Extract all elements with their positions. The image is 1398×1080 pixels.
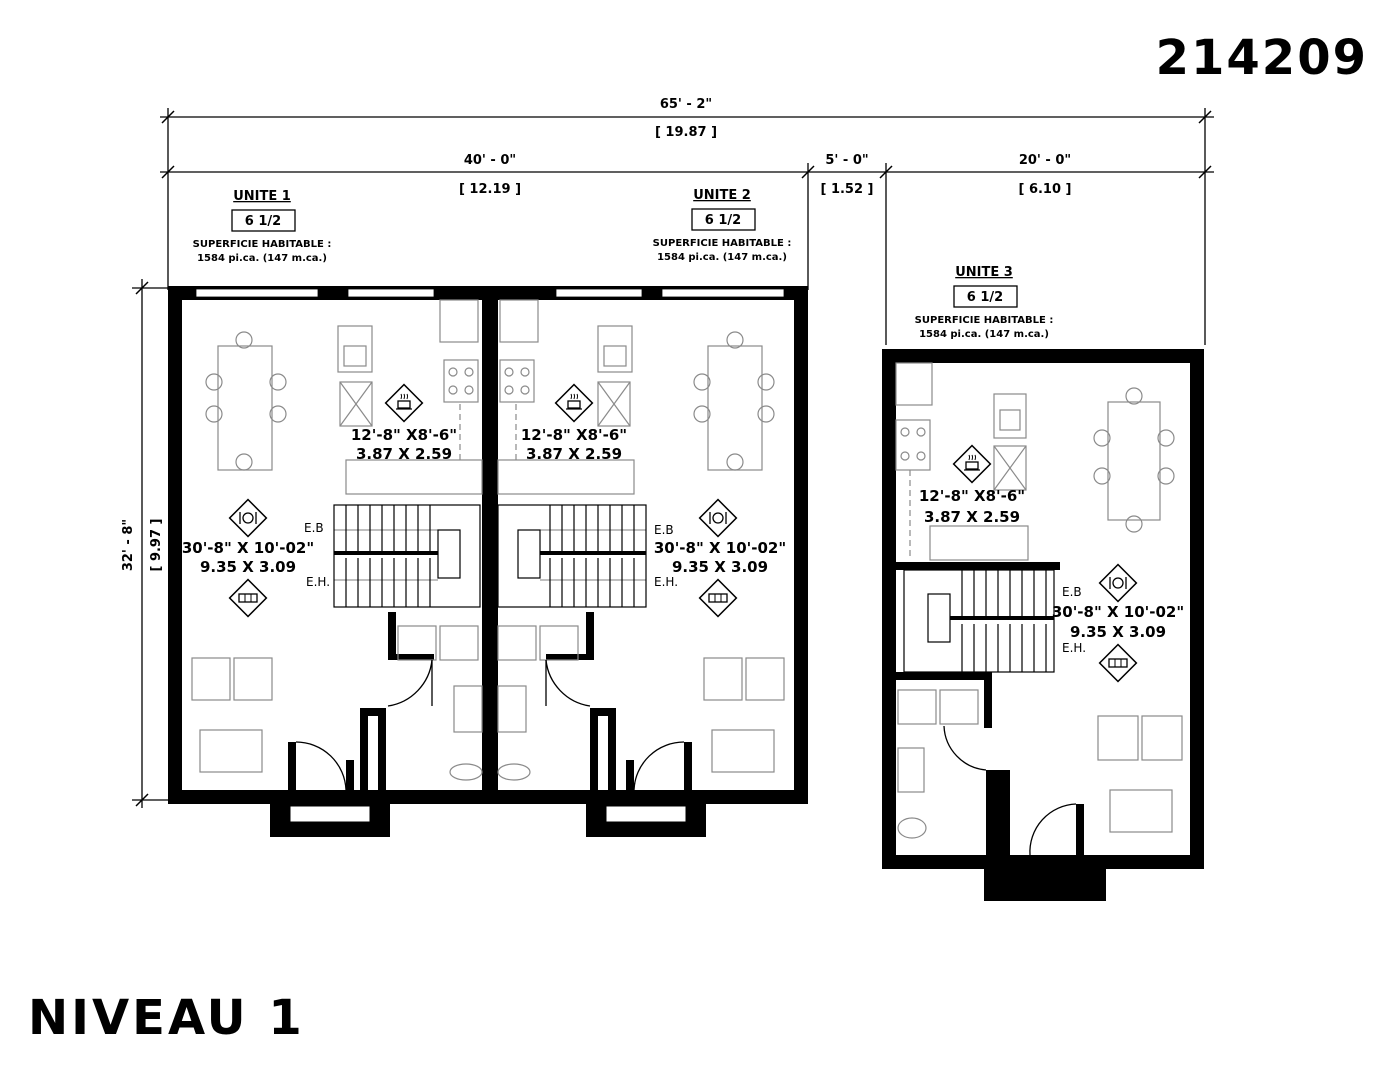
furniture-unit-1 bbox=[191, 299, 483, 781]
door-swings-b bbox=[943, 725, 1077, 856]
room-sizes-unit-3: 12'-8" X8'-6" 3.87 X 2.59 30'-8" X 10'-0… bbox=[919, 487, 1184, 641]
unit-3-rooms: 6 1/2 bbox=[967, 290, 1003, 305]
living-size-ft: 30'-8" X 10'-02" bbox=[182, 539, 314, 557]
dim-gap-ft: 5' - 0" bbox=[825, 153, 868, 168]
stairs-unit-2 bbox=[497, 504, 647, 608]
unit-2-area-label: SUPERFICIE HABITABLE : bbox=[653, 238, 792, 249]
dim-bldg-b-m: [ 6.10 ] bbox=[1018, 182, 1071, 197]
dim-overall-ft: 65' - 2" bbox=[660, 97, 712, 112]
unit-2-name: UNITE 2 bbox=[693, 188, 751, 203]
kitchen-icon bbox=[384, 383, 992, 484]
building-a-windows bbox=[195, 288, 785, 298]
furniture-unit-3 bbox=[895, 362, 1183, 839]
living-size-m: 9.35 X 3.09 bbox=[200, 558, 296, 576]
room-sizes-unit-2: 12'-8" X8'-6" 3.87 X 2.59 30'-8" X 10'-0… bbox=[521, 426, 786, 576]
stairs-unit-3 bbox=[903, 569, 1055, 673]
eb-label: E.B bbox=[1062, 585, 1082, 599]
dim-depth-m: [ 9.97 ] bbox=[149, 518, 164, 571]
unit-3-area-value: 1584 pi.ca. (147 m.ca.) bbox=[919, 329, 1049, 340]
unit-3-area-label: SUPERFICIE HABITABLE : bbox=[915, 315, 1054, 326]
unit-2-rooms: 6 1/2 bbox=[705, 213, 741, 228]
kitchen-size-ft: 12'-8" X8'-6" bbox=[919, 487, 1025, 505]
eb-label: E.B bbox=[654, 523, 674, 537]
plan-id: 214209 bbox=[1155, 30, 1368, 86]
eh-label: E.H. bbox=[306, 575, 330, 589]
living-size-ft: 30'-8" X 10'-02" bbox=[1052, 603, 1184, 621]
eh-label: E.H. bbox=[654, 575, 678, 589]
eb-label: E.B bbox=[304, 521, 324, 535]
eh-label: E.H. bbox=[1062, 641, 1086, 655]
kitchen-size-ft: 12'-8" X8'-6" bbox=[521, 426, 627, 444]
kitchen-size-ft: 12'-8" X8'-6" bbox=[351, 426, 457, 444]
living-size-m: 9.35 X 3.09 bbox=[1070, 623, 1166, 641]
dim-bldg-a-ft: 40' - 0" bbox=[464, 153, 516, 168]
level-title: NIVEAU 1 bbox=[28, 990, 305, 1046]
dim-depth-ft: 32' - 8" bbox=[121, 519, 136, 571]
dimension-ticks bbox=[135, 110, 1212, 807]
dim-bldg-a-m: [ 12.19 ] bbox=[459, 182, 521, 197]
kitchen-size-m: 3.87 X 2.59 bbox=[924, 508, 1020, 526]
kitchen-size-m: 3.87 X 2.59 bbox=[526, 445, 622, 463]
living-icon bbox=[228, 578, 1138, 683]
unit-1-rooms: 6 1/2 bbox=[245, 214, 281, 229]
unit-1-name: UNITE 1 bbox=[233, 189, 291, 204]
unit-2-header: UNITE 2 6 1/2 SUPERFICIE HABITABLE : 158… bbox=[653, 188, 792, 263]
dim-bldg-b-ft: 20' - 0" bbox=[1019, 153, 1071, 168]
living-size-m: 9.35 X 3.09 bbox=[672, 558, 768, 576]
living-size-ft: 30'-8" X 10'-02" bbox=[654, 539, 786, 557]
building-a-partitions bbox=[288, 612, 692, 790]
dim-gap-m: [ 1.52 ] bbox=[820, 182, 873, 197]
unit-3-header: UNITE 3 6 1/2 SUPERFICIE HABITABLE : 158… bbox=[915, 265, 1054, 340]
door-swings-a bbox=[295, 659, 685, 791]
room-sizes-unit-1: 12'-8" X8'-6" 3.87 X 2.59 30'-8" X 10'-0… bbox=[182, 426, 457, 576]
furniture-unit-2 bbox=[497, 299, 785, 781]
unit-3-name: UNITE 3 bbox=[955, 265, 1013, 280]
unit-1-area-label: SUPERFICIE HABITABLE : bbox=[193, 239, 332, 250]
unit-1-header: UNITE 1 6 1/2 SUPERFICIE HABITABLE : 158… bbox=[193, 189, 332, 264]
building-b-walls bbox=[882, 349, 1204, 901]
unit-2-area-value: 1584 pi.ca. (147 m.ca.) bbox=[657, 252, 787, 263]
dim-overall-m: [ 19.87 ] bbox=[655, 125, 717, 140]
stairs-unit-1 bbox=[333, 504, 481, 608]
kitchen-size-m: 3.87 X 2.59 bbox=[356, 445, 452, 463]
stair-labels: E.B E.H. E.B E.H. E.B E.H. bbox=[304, 521, 1086, 655]
unit-1-area-value: 1584 pi.ca. (147 m.ca.) bbox=[197, 253, 327, 264]
